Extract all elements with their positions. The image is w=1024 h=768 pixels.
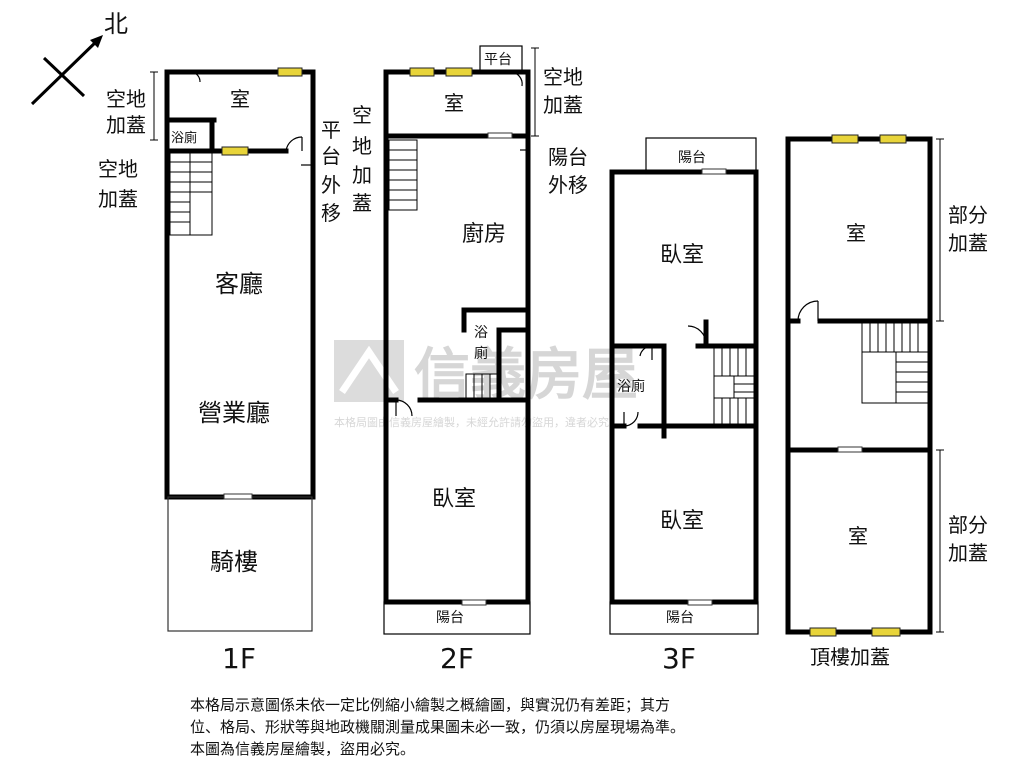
floor-label-roof: 頂樓加蓋 bbox=[810, 645, 890, 669]
room-3f-bath: 浴廁 bbox=[617, 378, 645, 395]
stairs-2f-top bbox=[388, 139, 418, 211]
disclaimer-line-1: 本格局示意圖係未依一定比例縮小繪製之概繪圖，與實況仍有差距；其方 bbox=[190, 696, 671, 714]
floor-3f: 陽台 臥室 浴廁 臥室 陽台 3F bbox=[609, 137, 759, 675]
room-1f-room: 室 bbox=[230, 87, 250, 111]
door-1f-inner bbox=[285, 136, 303, 152]
watermark-logo-icon bbox=[334, 340, 404, 402]
room-1f-business: 營業廳 bbox=[198, 399, 270, 427]
room-2f-room: 室 bbox=[444, 91, 464, 115]
note-2f-empty-land-a: 空地 bbox=[543, 65, 583, 89]
room-2f-bath-b: 廁 bbox=[474, 345, 488, 362]
room-2f-balcony: 陽台 bbox=[436, 610, 464, 626]
room-1f-arcade: 騎樓 bbox=[210, 548, 258, 576]
floor-label-1f: 1F bbox=[222, 642, 256, 675]
room-3f-balcony-bottom: 陽台 bbox=[666, 610, 694, 626]
door-roof bbox=[797, 300, 819, 322]
stairs-1f bbox=[169, 149, 213, 236]
floor-label-3f: 3F bbox=[662, 642, 696, 675]
room-roof-bottom: 室 bbox=[848, 524, 868, 548]
note-2f-empty-land-v-1: 空 bbox=[352, 103, 372, 127]
stairs-2f-bottom bbox=[465, 373, 499, 399]
note-2f-empty-land-v: 空 地 加 蓋 bbox=[352, 103, 372, 215]
room-3f-balcony-top: 陽台 bbox=[678, 150, 706, 166]
room-2f-bedroom: 臥室 bbox=[432, 487, 476, 512]
note-1f-platform-move-2: 台 bbox=[321, 144, 341, 168]
disclaimer: 本格局示意圖係未依一定比例縮小繪製之概繪圖，與實況仍有差距；其方 位、格局、形狀… bbox=[190, 694, 890, 760]
room-1f-living: 客廳 bbox=[215, 270, 263, 298]
note-1f-platform-move-1: 平 bbox=[321, 118, 341, 142]
compass: 北 bbox=[30, 10, 128, 106]
floor-roof: 室 室 部分 加蓋 部分 加蓋 頂樓加蓋 bbox=[785, 134, 988, 669]
note-2f-empty-land-v-4: 蓋 bbox=[352, 191, 372, 215]
door-3f-bottom bbox=[623, 411, 639, 427]
disclaimer-line-3: 本圖為信義房屋繪製，盜用必究。 bbox=[190, 740, 416, 758]
room-3f-bedroom-bottom: 臥室 bbox=[660, 509, 704, 534]
watermark-note: 本格局圖由信義房屋繪製，未經允許請勿盜用，違者必究 bbox=[334, 415, 609, 429]
floor-label-2f: 2F bbox=[440, 642, 474, 675]
note-roof-partial-a: 部分 bbox=[948, 203, 988, 227]
note-2f-empty-land-v-3: 加 bbox=[352, 163, 372, 187]
room-2f-platform: 平台 bbox=[484, 52, 512, 68]
note-2f-empty-land-b: 加蓋 bbox=[543, 93, 583, 117]
room-2f-kitchen: 廚房 bbox=[462, 222, 506, 247]
stairs-roof bbox=[861, 322, 929, 404]
door-1f-north bbox=[191, 71, 201, 83]
door-3f-bath bbox=[639, 345, 653, 360]
disclaimer-line-2: 位、格局、形狀等與地政機關測量成果圖未必一致，仍須以房屋現場為準。 bbox=[190, 718, 686, 736]
note-1f-empty-land-2b: 加蓋 bbox=[98, 187, 138, 211]
north-label: 北 bbox=[104, 10, 128, 38]
note-2f-balcony-move-b: 外移 bbox=[548, 173, 588, 197]
room-roof-top: 室 bbox=[846, 221, 866, 245]
north-arrow-icon bbox=[30, 35, 103, 106]
note-1f-empty-land-1a: 空地 bbox=[106, 87, 146, 111]
stairs-3f bbox=[713, 347, 755, 425]
note-1f-platform-move: 平 台 外 移 bbox=[321, 118, 341, 225]
note-1f-platform-move-4: 移 bbox=[321, 201, 341, 225]
note-roof-partial-d: 加蓋 bbox=[948, 541, 988, 565]
note-roof-partial-c: 部分 bbox=[948, 513, 988, 537]
door-3f-top bbox=[687, 325, 707, 345]
room-1f-bath: 浴廁 bbox=[171, 130, 197, 146]
note-roof-partial-b: 加蓋 bbox=[948, 231, 988, 255]
floor-1f: 室 浴廁 客廳 營業廳 騎樓 空地 加蓋 空地 加蓋 平 台 外 移 1F bbox=[98, 67, 341, 675]
room-2f-bath-a: 浴 bbox=[474, 325, 488, 341]
door-2f-bedroom bbox=[395, 399, 413, 417]
note-1f-empty-land-2a: 空地 bbox=[98, 157, 138, 181]
note-2f-empty-land-v-2: 地 bbox=[352, 134, 372, 158]
room-3f-bedroom-top: 臥室 bbox=[660, 243, 704, 268]
note-2f-balcony-move-a: 陽台 bbox=[548, 145, 588, 169]
floor-2f: 平台 室 廚房 浴 廁 臥室 陽台 空地 加蓋 空 地 加 蓋 陽台 外移 2F bbox=[352, 45, 588, 675]
note-1f-platform-move-3: 外 bbox=[321, 173, 341, 197]
note-1f-empty-land-1b: 加蓋 bbox=[106, 113, 146, 137]
